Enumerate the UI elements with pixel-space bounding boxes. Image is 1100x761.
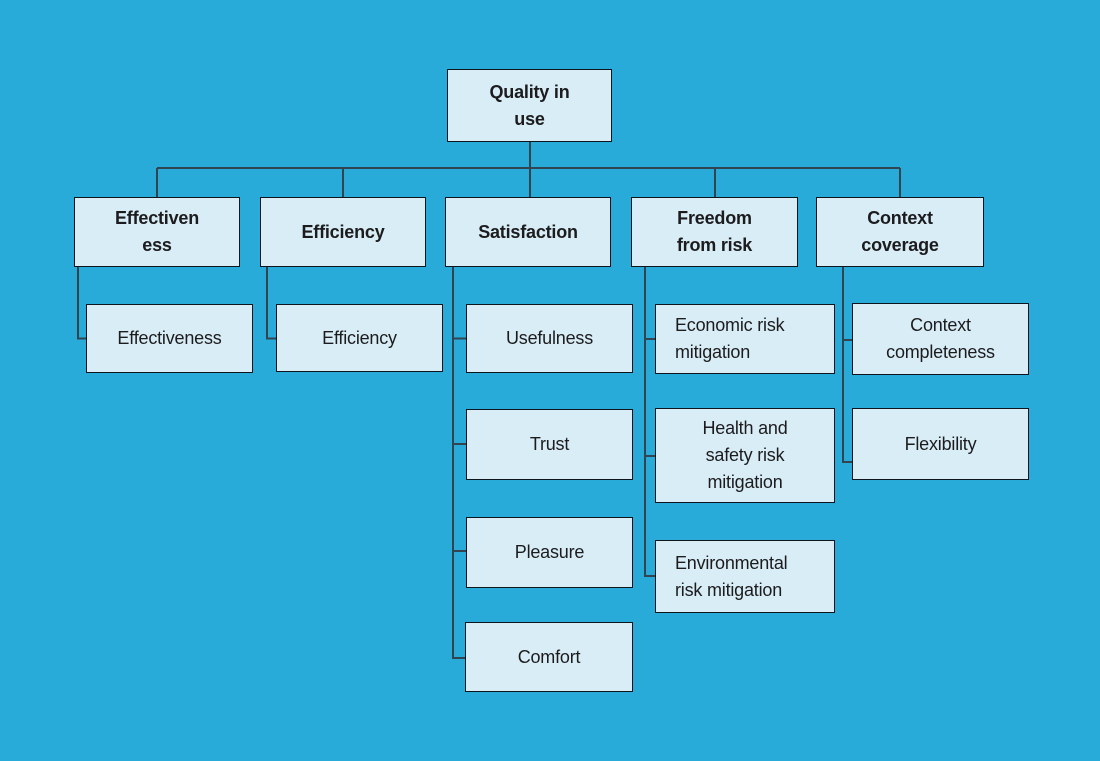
connector-context-branch <box>842 267 852 463</box>
connector-effectiveness-branch <box>77 267 86 340</box>
node-trust: Trust <box>466 409 633 480</box>
node-comfort: Comfort <box>465 622 633 692</box>
node-flexibility: Flexibility <box>852 408 1029 480</box>
node-freedom-from-risk-parent: Freedom from risk <box>631 197 798 267</box>
connector-freedom-branch <box>644 267 655 577</box>
node-economic-risk-mitigation: Economic risk mitigation <box>655 304 835 374</box>
node-efficiency-parent: Efficiency <box>260 197 426 267</box>
node-usefulness: Usefulness <box>466 304 633 373</box>
node-efficiency: Efficiency <box>276 304 443 372</box>
node-pleasure: Pleasure <box>466 517 633 588</box>
node-effectiveness-parent: Effectiven ess <box>74 197 240 267</box>
node-context-coverage-parent: Context coverage <box>816 197 984 267</box>
node-health-safety-risk-mitigation: Health and safety risk mitigation <box>655 408 835 503</box>
connector-satisfaction-branch <box>452 267 465 659</box>
node-context-completeness: Context completeness <box>852 303 1029 375</box>
node-environmental-risk-mitigation: Environmental risk mitigation <box>655 540 835 613</box>
connector-efficiency-branch <box>266 267 276 340</box>
node-effectiveness: Effectiveness <box>86 304 253 373</box>
node-satisfaction-parent: Satisfaction <box>445 197 611 267</box>
node-quality-in-use: Quality in use <box>447 69 612 142</box>
